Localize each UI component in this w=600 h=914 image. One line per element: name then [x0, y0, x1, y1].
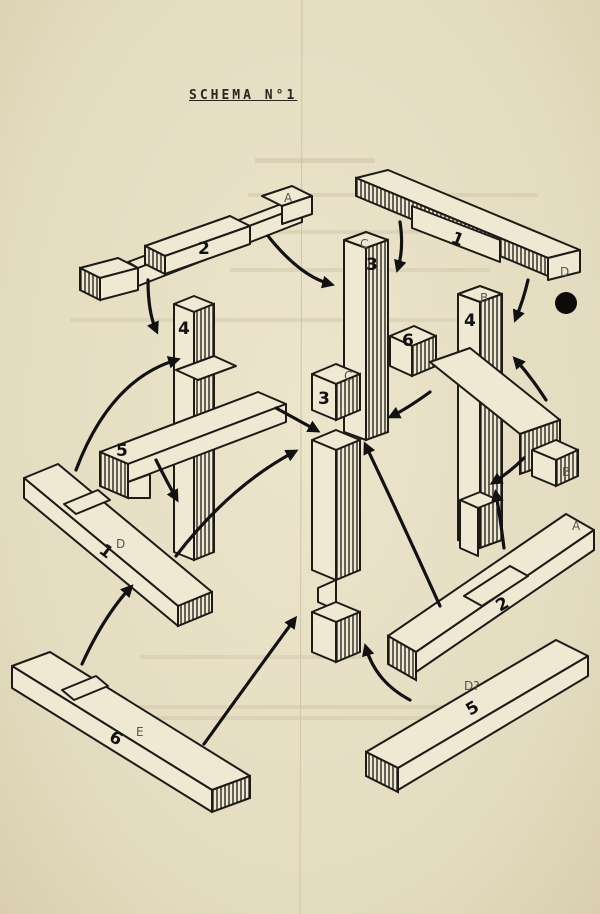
piece-2-number: 2: [198, 239, 210, 259]
piece-5a-number: 5: [116, 441, 128, 461]
piece-1-top-right: 1 D: [355, 169, 581, 281]
piece-center-lower-column: [311, 429, 361, 664]
piece-2-lower-right: 2 A: [387, 513, 595, 682]
piece-2-letter: A: [284, 191, 293, 205]
arrow-3: [146, 278, 159, 335]
arrow-11: [363, 441, 442, 608]
piece-4a-number: 4: [178, 319, 190, 339]
diagram-title: SCHEMA N°1: [189, 88, 298, 103]
arrow-8: [154, 458, 179, 503]
piece-3a-number: 3: [318, 389, 330, 409]
arrow-13: [491, 488, 506, 550]
paper-fold-line: [299, 0, 303, 914]
piece-5-left-block: 5: [99, 391, 287, 500]
piece-1b-letter: D: [560, 265, 569, 279]
piece-4c-letter: B: [562, 465, 570, 479]
piece-2b-letter: A: [572, 519, 581, 533]
piece-6-upper: 6: [389, 325, 437, 378]
piece-3-center-tall: 3 C: [343, 231, 389, 442]
arrow-4: [512, 278, 530, 323]
piece-6b-number: 6: [402, 331, 414, 351]
piece-1-lower-left: 1 D: [23, 463, 213, 628]
assembly-arrows: [74, 220, 548, 746]
arrow-5: [74, 356, 181, 472]
arrow-2: [394, 220, 407, 273]
arrow-12: [489, 456, 526, 485]
piece-5b-letter: D?: [464, 679, 480, 693]
piece-4b-letter: B: [480, 291, 488, 305]
arrow-14: [80, 584, 134, 666]
arrow-1: [266, 234, 335, 289]
piece-2-top-left: 2 A: [79, 185, 313, 302]
arrow-7: [274, 406, 321, 433]
piece-3-center-cube: 3 C: [311, 363, 361, 422]
piece-4b-number: 4: [464, 311, 476, 331]
punch-hole-top: [555, 292, 577, 314]
arrow-10: [174, 449, 299, 558]
piece-5-bottom-right: 5 D?: [365, 639, 589, 794]
piece-1a-letter: D: [116, 537, 125, 551]
arrow-16: [362, 643, 412, 702]
arrow-9: [512, 356, 548, 402]
piece-3b-number: 3: [366, 255, 378, 275]
piece-3a-letter: C: [344, 369, 352, 383]
piece-4-right-column: 4 B B: [429, 285, 579, 557]
piece-6a-letter: E: [136, 725, 144, 739]
arrow-6: [387, 390, 432, 419]
arrow-15: [202, 615, 298, 746]
piece-6-bottom-left: 6 E: [11, 651, 251, 814]
piece-3b-letter: C: [360, 237, 368, 251]
